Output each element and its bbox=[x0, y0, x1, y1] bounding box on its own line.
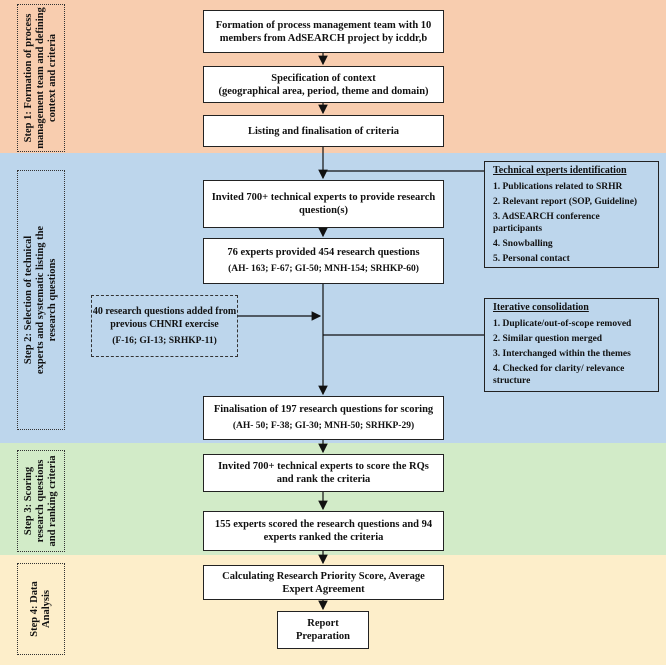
list-item: 1. Publications related to SRHR bbox=[493, 181, 623, 192]
list-item: 4. Checked for clarity/ relevance struct… bbox=[493, 363, 625, 387]
list-item: 3. AdSEARCH conference participants bbox=[493, 211, 600, 235]
list-item: 5. Personal contact bbox=[493, 254, 570, 264]
final-box: Finalisation of 197 research questions f… bbox=[203, 396, 444, 440]
list-item: 2. Relevant report (SOP, Guideline) bbox=[493, 196, 638, 207]
list-item: 4. Snowballing bbox=[493, 239, 553, 249]
calc-box: Calculating Research Priority Score, Ave… bbox=[203, 565, 444, 600]
provided-box: 76 experts provided 454 research questio… bbox=[203, 238, 444, 284]
criteria-box: Listing and finalisation of criteria bbox=[203, 115, 444, 147]
list-item: 3. Interchanged within the themes bbox=[493, 348, 631, 359]
consolidation-panel-title: Iterative consolidation bbox=[493, 302, 589, 313]
list-item: 2. Similar question merged bbox=[493, 333, 603, 344]
experts-identification-panel: Technical experts identification 1. Publ… bbox=[484, 161, 659, 268]
score-box: Invited 700+ technical experts to score … bbox=[203, 454, 444, 492]
list-item: 1. Duplicate/out-of-scope removed bbox=[493, 318, 632, 329]
context-box: Specification of context (geographical a… bbox=[203, 66, 444, 103]
added-questions-box: 40 research questions added from previou… bbox=[91, 295, 238, 357]
report-box: Report Preparation bbox=[277, 611, 369, 649]
experts-panel-title: Technical experts identification bbox=[493, 165, 627, 176]
iterative-consolidation-panel: Iterative consolidation 1. Duplicate/out… bbox=[484, 298, 659, 392]
formation-box: Formation of process management team wit… bbox=[203, 10, 444, 53]
scored-box: 155 experts scored the research question… bbox=[203, 511, 444, 551]
invited-box: Invited 700+ technical experts to provid… bbox=[203, 180, 444, 228]
